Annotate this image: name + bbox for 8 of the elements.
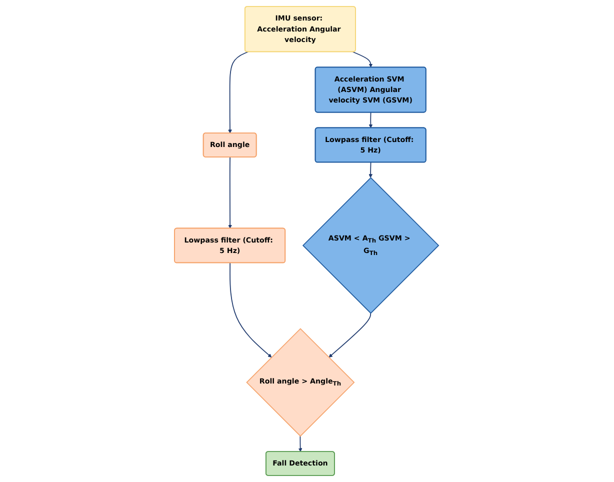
arrow xyxy=(230,262,272,358)
arrow xyxy=(329,312,372,358)
arrow xyxy=(298,436,303,452)
arrow xyxy=(228,51,249,134)
arrow xyxy=(352,51,374,68)
arrow xyxy=(369,162,373,178)
arrow xyxy=(369,112,374,128)
arrow xyxy=(228,156,232,229)
